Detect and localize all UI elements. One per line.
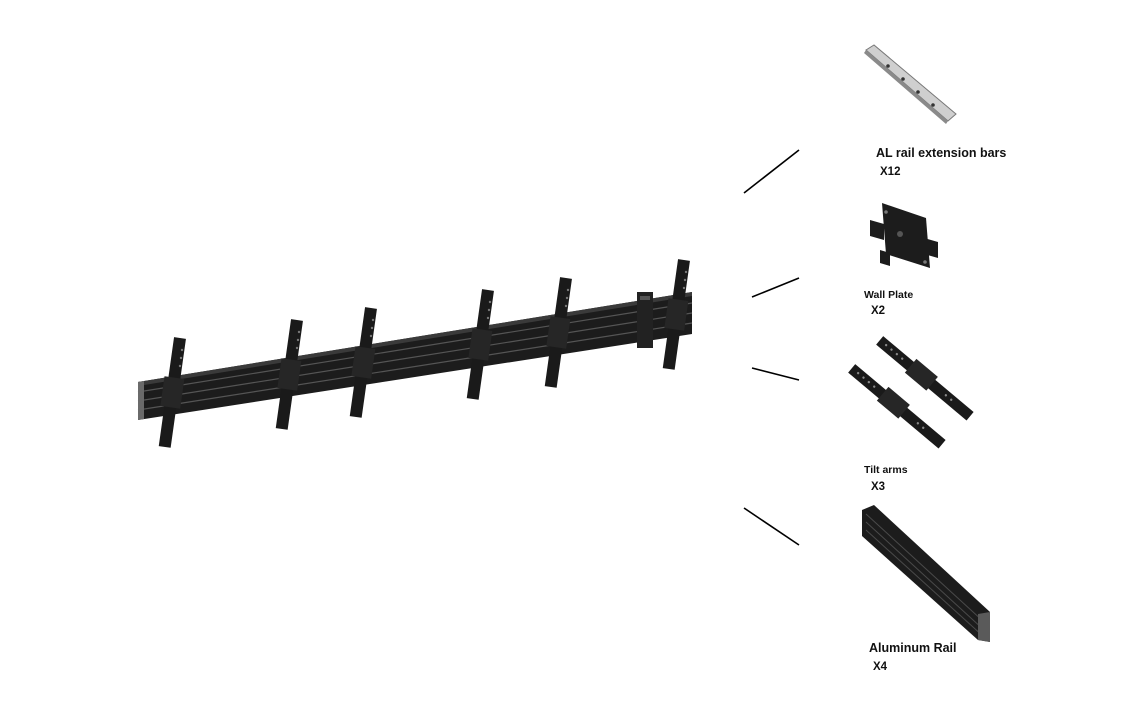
assembled-rail <box>138 292 692 420</box>
part-name-wall-plate: Wall Plate <box>864 289 914 301</box>
leader-line <box>743 507 800 546</box>
extension-bar-icon <box>864 44 957 124</box>
part-name-tilt-arms: Tilt arms <box>864 464 908 476</box>
leader-line <box>751 277 800 298</box>
wall-plate-icon <box>870 203 938 268</box>
assembled-tilt-arm <box>349 307 377 418</box>
leader-line <box>751 367 800 381</box>
part-quantity-tilt-arms: X3 <box>871 481 886 493</box>
assembled-tilt-arm <box>158 337 186 448</box>
leader-lines <box>743 149 800 546</box>
part-name-aluminum-rail: Aluminum Rail <box>869 641 957 655</box>
tilt-arm-icon <box>848 336 974 449</box>
assembled-tilt-arm <box>662 259 690 370</box>
assembled-wall-plate <box>637 292 653 348</box>
assembled-tilt-arm <box>466 289 494 400</box>
assembled-wall-mount <box>137 259 693 448</box>
assembled-tilt-arm <box>275 319 303 430</box>
part-name-extension-bars: AL rail extension bars <box>876 146 1007 160</box>
assembled-tilt-arm <box>544 277 572 388</box>
part-quantity-wall-plate: X2 <box>871 305 886 317</box>
part-quantity-extension-bars: X12 <box>880 166 901 178</box>
part-quantity-aluminum-rail: X4 <box>873 661 888 673</box>
leader-line <box>743 149 800 194</box>
aluminum-rail-icon <box>862 505 990 642</box>
